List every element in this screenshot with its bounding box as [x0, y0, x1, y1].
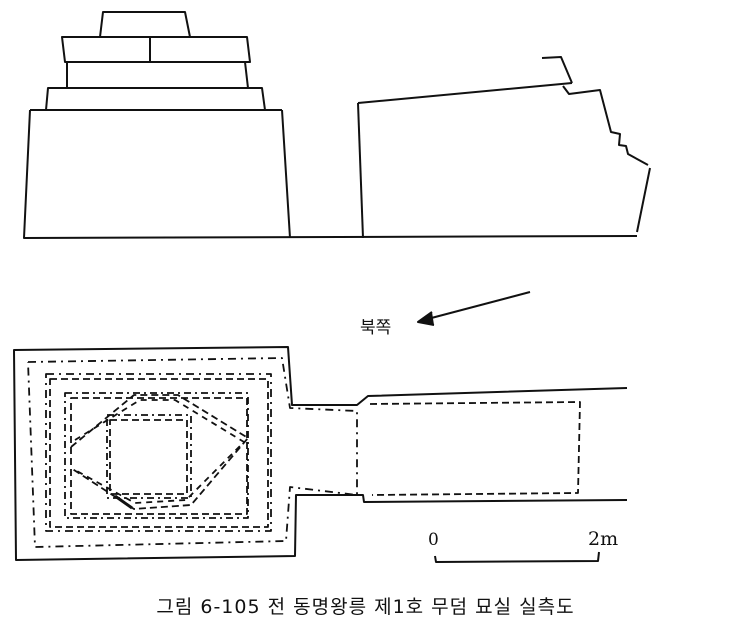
- north-label: 북쪽: [360, 318, 392, 338]
- figure-caption: 그림 6-105 전 동명왕릉 제1호 무덤 묘실 실측도: [156, 596, 575, 618]
- elevation-view: [23, 11, 651, 239]
- scale-bar: [434, 551, 600, 563]
- third-block: [66, 61, 249, 89]
- north-arrow: [417, 291, 531, 326]
- fourth-block: [45, 87, 266, 111]
- top-block: [99, 11, 191, 38]
- plan-view: [13, 346, 628, 561]
- scale-start-label: 0: [428, 530, 439, 550]
- scale-end-label: 2m: [588, 528, 619, 550]
- second-block: [61, 36, 251, 63]
- base-outline: [23, 109, 638, 239]
